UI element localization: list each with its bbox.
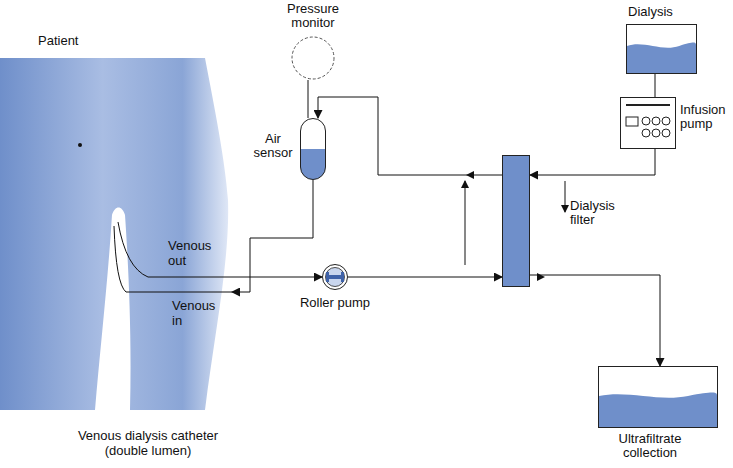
flow-arrow [465, 181, 466, 265]
node-outline [620, 97, 676, 149]
tank-outline [599, 367, 718, 428]
tank-fluid [627, 43, 696, 73]
tank-outline [627, 25, 697, 74]
pump-roller [326, 272, 329, 282]
pump-button [642, 129, 650, 137]
pump-rotor-ring [326, 268, 345, 287]
tubing-line [348, 277, 502, 278]
tubing-line [308, 80, 309, 118]
pressure-monitor: Pressure monitor [291, 36, 335, 80]
tubing-line [232, 277, 322, 278]
node-outline [0, 58, 232, 410]
catheter-lumen [118, 222, 232, 277]
pump-rotor [327, 275, 343, 279]
node-heading: Air sensor [250, 132, 296, 160]
port-label: Venous in [172, 298, 224, 328]
catheter-lumen [114, 226, 232, 292]
monitor-circle [292, 37, 334, 79]
port-label: Venous out [168, 238, 220, 268]
dialysis-filter: Dialysis filter [502, 155, 530, 287]
node-outline [502, 155, 530, 287]
sensor-capsule [301, 119, 326, 180]
pump-display [626, 104, 670, 106]
filter-cartridge [503, 156, 530, 287]
node-heading: Pressure monitor [281, 2, 345, 30]
pump-button [652, 117, 660, 125]
node-heading: Dialysis filter [570, 199, 628, 227]
pump-button [652, 129, 660, 137]
air-sensor: Air sensor [300, 118, 326, 180]
node-heading: Infusion pump [680, 103, 732, 131]
pump-housing [621, 98, 676, 149]
fluid-tank: Dialysis [626, 24, 697, 74]
node-outline [598, 366, 718, 428]
pump-panel [626, 117, 638, 126]
tubing-line [530, 275, 660, 366]
tubing-line [318, 97, 502, 175]
node-heading: Patient [38, 34, 108, 48]
roller-pump: Roller pump [322, 264, 348, 290]
patient-figure: Patient [0, 58, 232, 410]
sensor-fluid [301, 149, 326, 180]
infusion-pump: Infusion pump [620, 97, 676, 149]
pump-button [642, 117, 650, 125]
catheter-label: Venous dialysis catheter (double lumen) [63, 428, 233, 458]
navel-dot [78, 143, 82, 147]
node-outline [626, 24, 697, 74]
node-heading: Ultrafiltrate collection [600, 432, 700, 460]
pump-roller [341, 272, 344, 282]
flow-arrow [565, 181, 566, 212]
node-heading: Dialysis [628, 5, 698, 19]
node-outline [322, 264, 348, 290]
pump-button [662, 117, 670, 125]
flow-arrowhead [537, 273, 545, 281]
tubing-line [655, 74, 656, 97]
tubing-line [232, 180, 313, 292]
node-heading: Roller pump [290, 296, 380, 310]
node-outline [291, 36, 335, 80]
collection-tank: Ultrafiltrate collection [598, 366, 718, 428]
pump-button [662, 129, 670, 137]
node-outline [300, 118, 326, 180]
tank-fluid [599, 393, 717, 427]
tubing-line [530, 149, 655, 175]
pump-ring [323, 265, 348, 290]
